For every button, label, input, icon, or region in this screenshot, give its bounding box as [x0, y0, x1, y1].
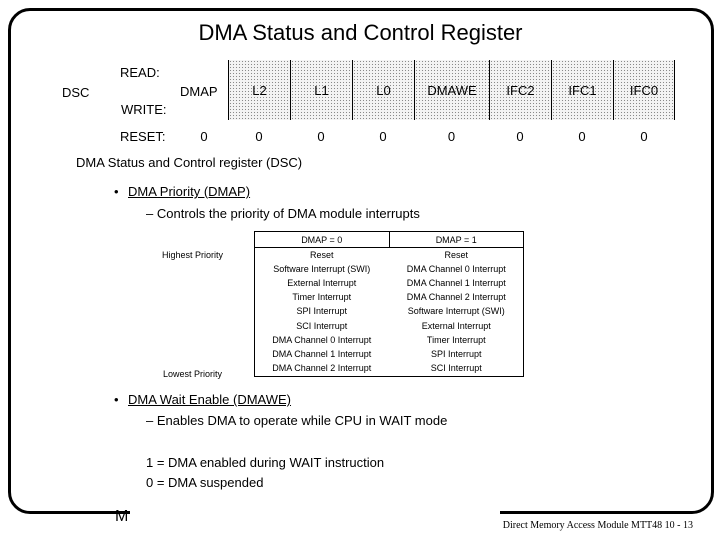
bit-label-ifc2: IFC2 — [506, 82, 535, 98]
reset-value-dmap: 0 — [200, 129, 208, 144]
table-cell: DMA Channel 1 Interrupt — [272, 348, 372, 359]
dmawe-suspended-line: 0 = DMA suspended — [146, 475, 264, 490]
dmawe-description: – Enables DMA to operate while CPU in WA… — [146, 413, 447, 428]
priority-table-header: DMAP = 0 DMAP = 1 — [254, 231, 524, 248]
reset-values-row: 0 0 0 0 0 0 0 — [228, 129, 675, 144]
bit-cell-ifc1: IFC1 — [551, 60, 613, 120]
reset-label: RESET: — [120, 129, 166, 144]
bit-cell-l0: L0 — [352, 60, 414, 120]
reset-value-ifc1: 0 — [578, 129, 586, 144]
table-cell: DMA Channel 2 Interrupt — [272, 363, 372, 374]
table-row: DMA Channel 2 Interrupt SCI Interrupt — [255, 361, 524, 375]
dmawe-description-text: Enables DMA to operate while CPU in WAIT… — [156, 413, 448, 428]
lowest-priority-label: Lowest Priority — [163, 369, 223, 379]
bit-cell-ifc2: IFC2 — [489, 60, 551, 120]
table-row: Timer Interrupt DMA Channel 2 Interrupt — [255, 290, 524, 304]
table-cell: SPI Interrupt — [430, 348, 482, 359]
table-row: DMA Channel 0 Interrupt Timer Interrupt — [255, 333, 524, 347]
bit-label-ifc0: IFC0 — [629, 82, 659, 98]
bit-cell-ifc0: IFC0 — [613, 60, 675, 120]
dmap-bullet: • DMA Priority (DMAP) — [114, 184, 250, 199]
bit-cell-l1: L1 — [290, 60, 352, 120]
bullet-dot: • — [114, 184, 119, 199]
header-dmap-1: DMAP = 1 — [388, 231, 524, 248]
register-bit-row: L2 L1 L0 DMAWE IFC2 IFC1 IFC0 — [228, 60, 675, 120]
register-name: DSC — [62, 85, 90, 100]
table-row: DMA Channel 1 Interrupt SPI Interrupt — [255, 347, 524, 361]
read-label: READ: — [120, 65, 160, 80]
table-cell: DMA Channel 2 Interrupt — [406, 292, 506, 303]
bullet-dot: • — [114, 392, 119, 407]
bit-cell-dmawe: DMAWE — [414, 60, 489, 120]
table-row: Reset Reset — [255, 248, 524, 262]
footer-logo-letter: M — [115, 508, 129, 525]
header-dmap-0: DMAP = 0 — [254, 231, 390, 248]
reset-value-l1: 0 — [317, 129, 325, 144]
table-row: SPI Interrupt Software Interrupt (SWI) — [255, 304, 524, 318]
dash-mark: – — [146, 206, 154, 221]
dash-mark: – — [146, 413, 154, 428]
table-cell: SCI Interrupt — [430, 363, 482, 374]
table-cell: SPI Interrupt — [296, 306, 348, 317]
frame-gap — [130, 506, 500, 522]
table-cell: Timer Interrupt — [426, 334, 486, 345]
table-cell: External Interrupt — [287, 277, 357, 288]
table-cell: Reset — [309, 249, 334, 260]
bit-label-l1: L1 — [314, 82, 329, 98]
reset-value-l2: 0 — [255, 129, 263, 144]
table-cell: Reset — [444, 249, 468, 260]
reset-value-l0: 0 — [379, 129, 387, 144]
table-cell: Software Interrupt (SWI) — [273, 263, 371, 274]
table-cell: Timer Interrupt — [292, 292, 352, 303]
dmap-heading: DMA Priority (DMAP) — [128, 184, 251, 199]
table-cell: Software Interrupt (SWI) — [407, 306, 505, 317]
bit-label-l2: L2 — [252, 82, 267, 98]
slide-title: DMA Status and Control Register — [198, 20, 523, 45]
table-row: Software Interrupt (SWI) DMA Channel 0 In… — [255, 262, 524, 276]
dmawe-heading: DMA Wait Enable (DMAWE) — [128, 392, 292, 407]
section-heading: DMA Status and Control register (DSC) — [76, 155, 303, 170]
bit-label-l0: L0 — [376, 82, 391, 98]
dmap-description-text: Controls the priority of DMA module inte… — [156, 206, 420, 221]
highest-priority-label: Highest Priority — [162, 250, 224, 260]
priority-table: DMAP = 0 DMAP = 1 Reset Reset Software In… — [254, 231, 524, 375]
table-row: SCI Interrupt External Interrupt — [255, 318, 524, 332]
dmawe-bullet: • DMA Wait Enable (DMAWE) — [114, 392, 291, 407]
reset-value-ifc2: 0 — [516, 129, 524, 144]
table-cell: SCI Interrupt — [296, 320, 348, 331]
write-label: WRITE: — [121, 102, 167, 117]
bit-cell-l2: L2 — [228, 60, 290, 120]
bit-label-dmawe: DMAWE — [427, 82, 477, 98]
dmawe-enabled-line: 1 = DMA enabled during WAIT instruction — [146, 455, 385, 470]
table-cell: DMA Channel 1 Interrupt — [406, 277, 506, 288]
table-cell: DMA Channel 0 Interrupt — [272, 334, 372, 345]
table-cell: DMA Channel 0 Interrupt — [406, 263, 506, 274]
dmap-description: – Controls the priority of DMA module in… — [146, 206, 420, 221]
footer-text: Direct Memory Access Module MTT48 10 - 1… — [502, 520, 693, 531]
reset-value-ifc0: 0 — [640, 129, 648, 144]
bit-label-ifc1: IFC1 — [568, 82, 597, 98]
table-cell: External Interrupt — [421, 320, 491, 331]
table-row: External Interrupt DMA Channel 1 Interrup… — [255, 276, 524, 290]
reset-value-dmawe: 0 — [447, 129, 456, 144]
bit-dmap: DMAP — [180, 84, 218, 99]
